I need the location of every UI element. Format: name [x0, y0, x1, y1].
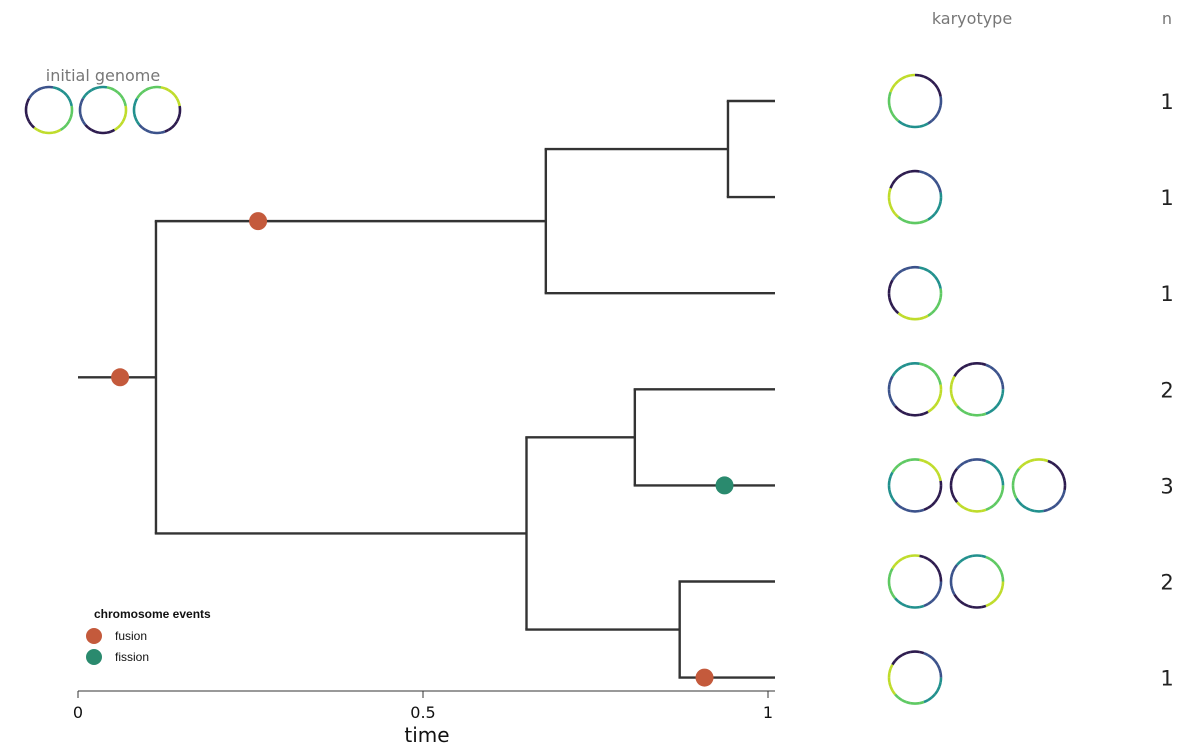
chromosome-count: 1: [1160, 282, 1173, 306]
chromosome-count: 1: [1160, 186, 1173, 210]
count-header: n: [1162, 9, 1172, 28]
axis-tick-label: 0: [73, 703, 83, 722]
fission-event-marker: [715, 476, 734, 495]
karyotype-column: [887, 73, 1067, 705]
fusion-event-marker: [249, 212, 268, 231]
time-axis: 0 0.5 1 time: [73, 690, 775, 747]
legend-title: chromosome events: [94, 607, 211, 621]
karyotype-chromosome-ring: [887, 458, 943, 513]
chromosome-count-column: 1 1 1 2 3 2 1: [1160, 90, 1173, 691]
legend-label-fission: fission: [115, 650, 149, 664]
initial-genome-label: initial genome: [46, 66, 160, 85]
legend-label-fusion: fusion: [115, 629, 147, 643]
chromosome-count: 3: [1160, 474, 1173, 498]
initial-chromosome-ring: [78, 85, 128, 135]
karyotype-chromosome-ring: [1011, 458, 1067, 513]
axis-title: time: [404, 723, 449, 747]
karyotype-chromosome-ring: [887, 265, 943, 321]
legend-swatch-fission: [86, 649, 102, 665]
initial-chromosome-ring: [132, 85, 182, 135]
karyotype-chromosome-ring: [887, 73, 943, 129]
karyotype-chromosome-ring: [949, 458, 1005, 513]
legend: chromosome events fusion fission: [86, 607, 211, 665]
fusion-event-marker: [695, 668, 714, 687]
karyotype-chromosome-ring: [949, 554, 1005, 609]
fusion-event-marker: [111, 368, 130, 387]
karyotype-chromosome-ring: [887, 169, 943, 225]
chromosome-count: 2: [1160, 378, 1173, 402]
legend-swatch-fusion: [86, 628, 102, 644]
karyotype-chromosome-ring: [887, 650, 943, 705]
axis-tick-label: 1: [763, 703, 773, 722]
chromosome-count: 1: [1160, 90, 1173, 114]
chromosome-events: [111, 212, 734, 687]
karyotype-chromosome-ring: [887, 554, 943, 609]
chromosome-count: 2: [1160, 571, 1173, 595]
karyotype-header: karyotype: [932, 9, 1012, 28]
phylogenetic-tree: [78, 99, 775, 679]
karyotype-chromosome-ring: [949, 362, 1005, 417]
initial-genome-panel: initial genome: [24, 66, 182, 135]
karyotype-chromosome-ring: [887, 362, 943, 417]
initial-chromosome-ring: [24, 85, 74, 135]
chromosome-count: 1: [1160, 667, 1173, 691]
axis-tick-label: 0.5: [410, 703, 435, 722]
